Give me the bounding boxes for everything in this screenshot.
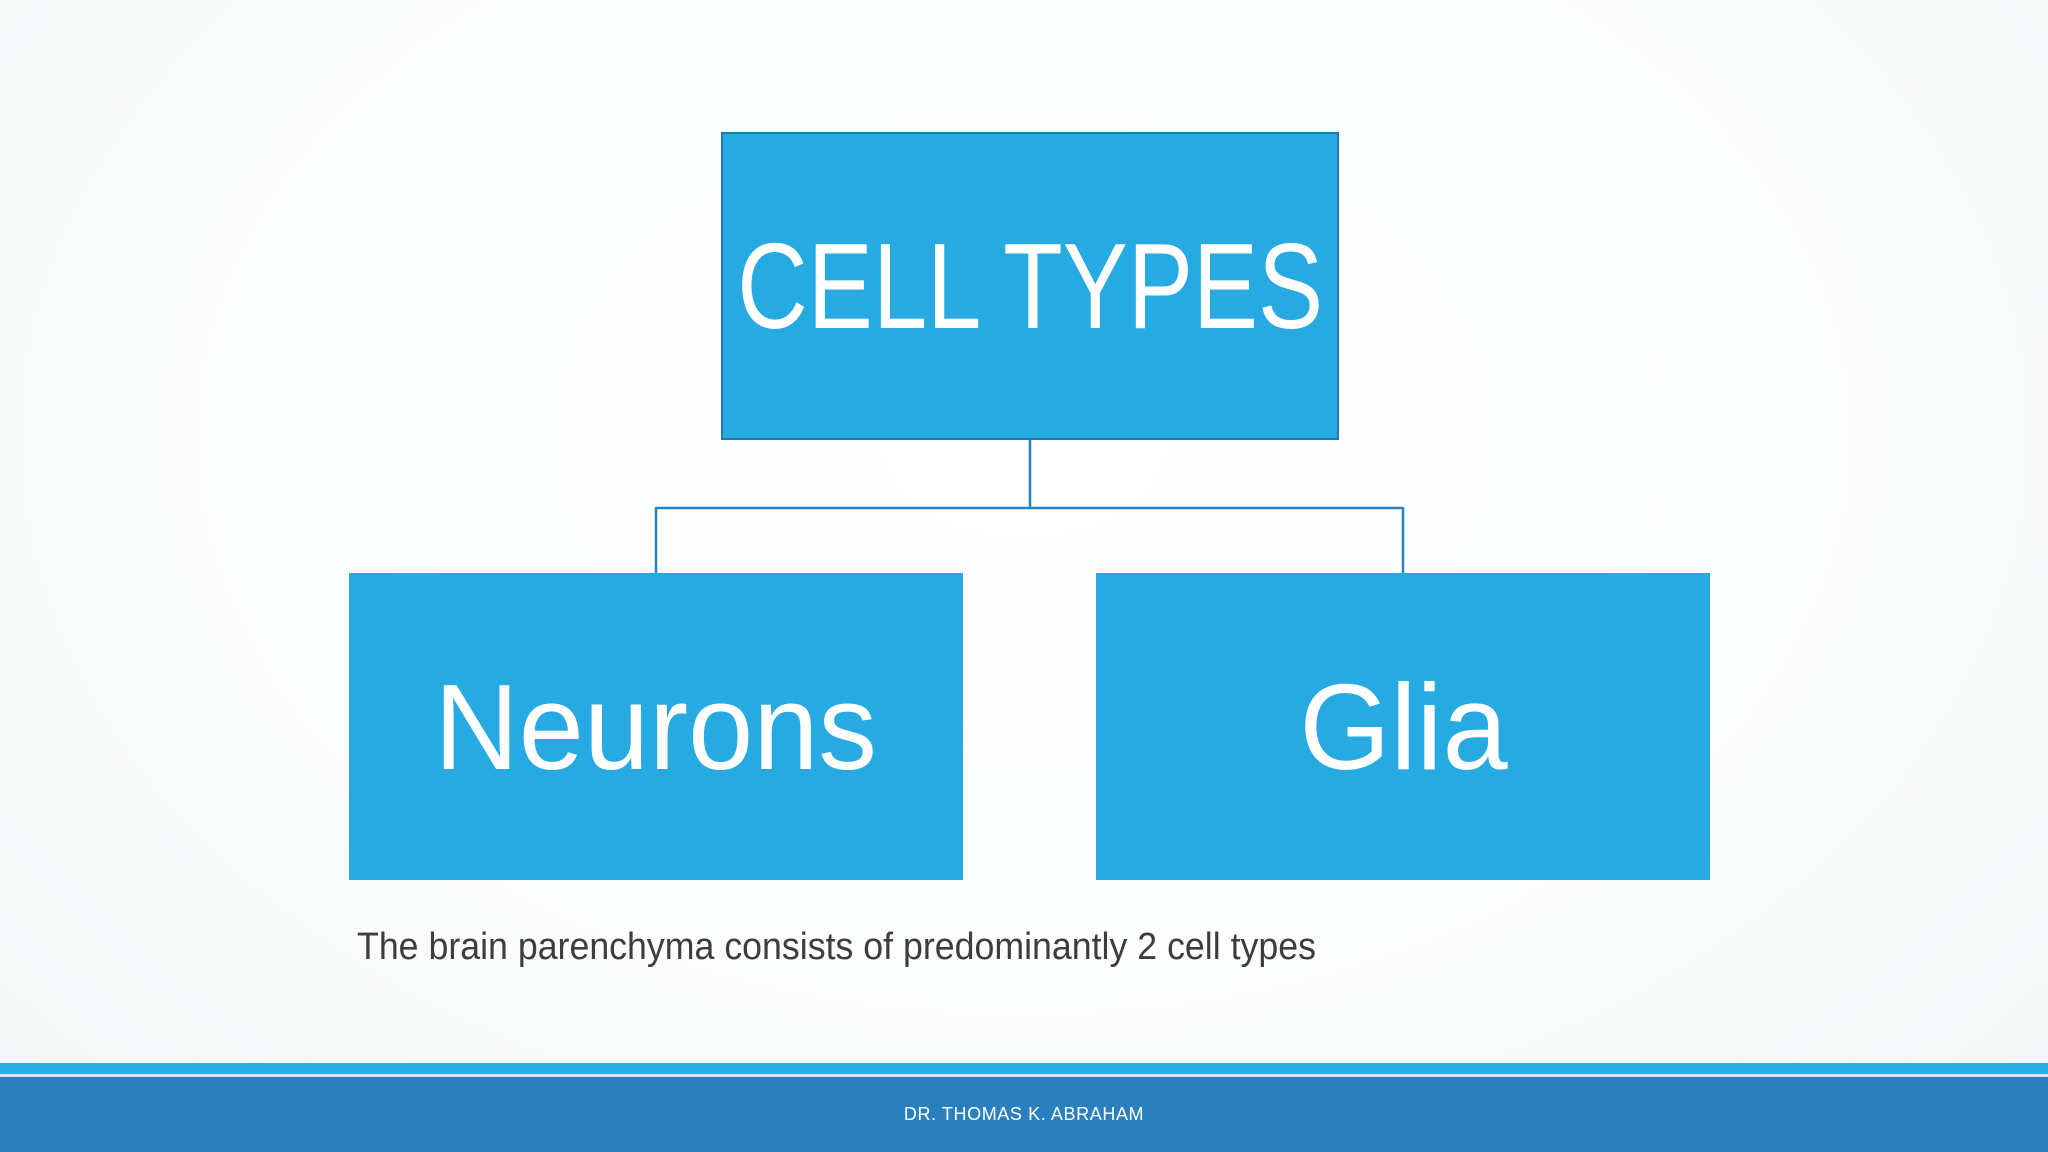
node-glia-label: Glia (1298, 658, 1508, 795)
node-neurons: Neurons (349, 573, 963, 880)
node-cell-types: CELL TYPES (721, 132, 1339, 440)
node-cell-types-label: CELL TYPES (737, 218, 1323, 354)
footer-bar: DR. THOMAS K. ABRAHAM (0, 1077, 2048, 1152)
node-glia: Glia (1096, 573, 1710, 880)
footer-divider-line (0, 1074, 2048, 1077)
node-neurons-label: Neurons (434, 658, 878, 795)
footer-accent-strip (0, 1063, 2048, 1074)
caption-text: The brain parenchyma consists of predomi… (357, 926, 1316, 968)
footer-author: DR. THOMAS K. ABRAHAM (903, 1104, 1145, 1124)
